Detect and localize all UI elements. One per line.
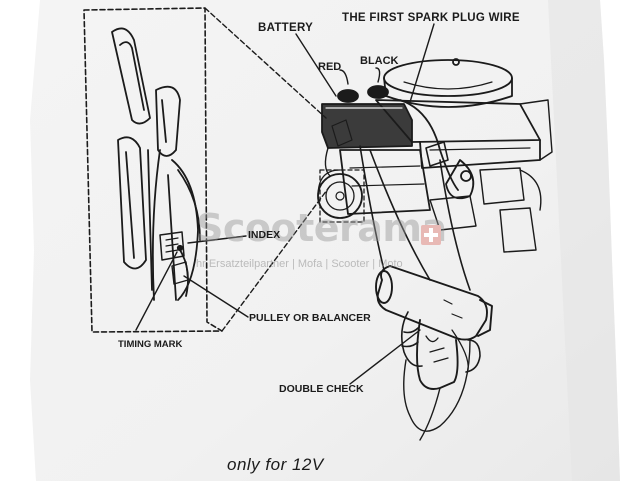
pulley-label: PULLEY OR BALANCER (249, 312, 371, 324)
zoom-box (83, 7, 223, 333)
spark-plug-wire-label: THE FIRST SPARK PLUG WIRE (342, 12, 520, 24)
lead-cables (359, 145, 471, 291)
battery-leader (295, 33, 337, 97)
double-check-label: DOUBLE CHECK (279, 383, 364, 395)
battery-label: BATTERY (258, 22, 314, 34)
plus-icon (421, 225, 441, 245)
battery-icon (321, 67, 413, 177)
spark-plug-wire (399, 99, 459, 191)
red-lead-label: RED (318, 61, 342, 73)
pulley-leader (183, 275, 249, 318)
watermark-tagline: hr Ersatzteilpartner | Mofa | Scooter | … (196, 258, 403, 270)
index-label: INDEX (248, 229, 281, 241)
fan-blades (111, 27, 181, 301)
spark-leader (409, 23, 435, 103)
timing-light-gun (375, 265, 493, 441)
double-check-leader (349, 329, 421, 385)
black-lead-label: BLACK (360, 55, 399, 67)
timing-leader (135, 251, 178, 331)
pulley-detail (159, 159, 201, 301)
hand-outline (400, 311, 481, 373)
zoom-line-bottom (221, 185, 331, 332)
watermark-logo-text: Scooterama (196, 206, 447, 250)
timing-mark-label: TIMING MARK (118, 339, 183, 350)
clamp (425, 141, 449, 167)
voltage-note: only for 12V (227, 455, 324, 474)
index-leader (187, 235, 247, 244)
zoom-line-top (204, 7, 327, 119)
